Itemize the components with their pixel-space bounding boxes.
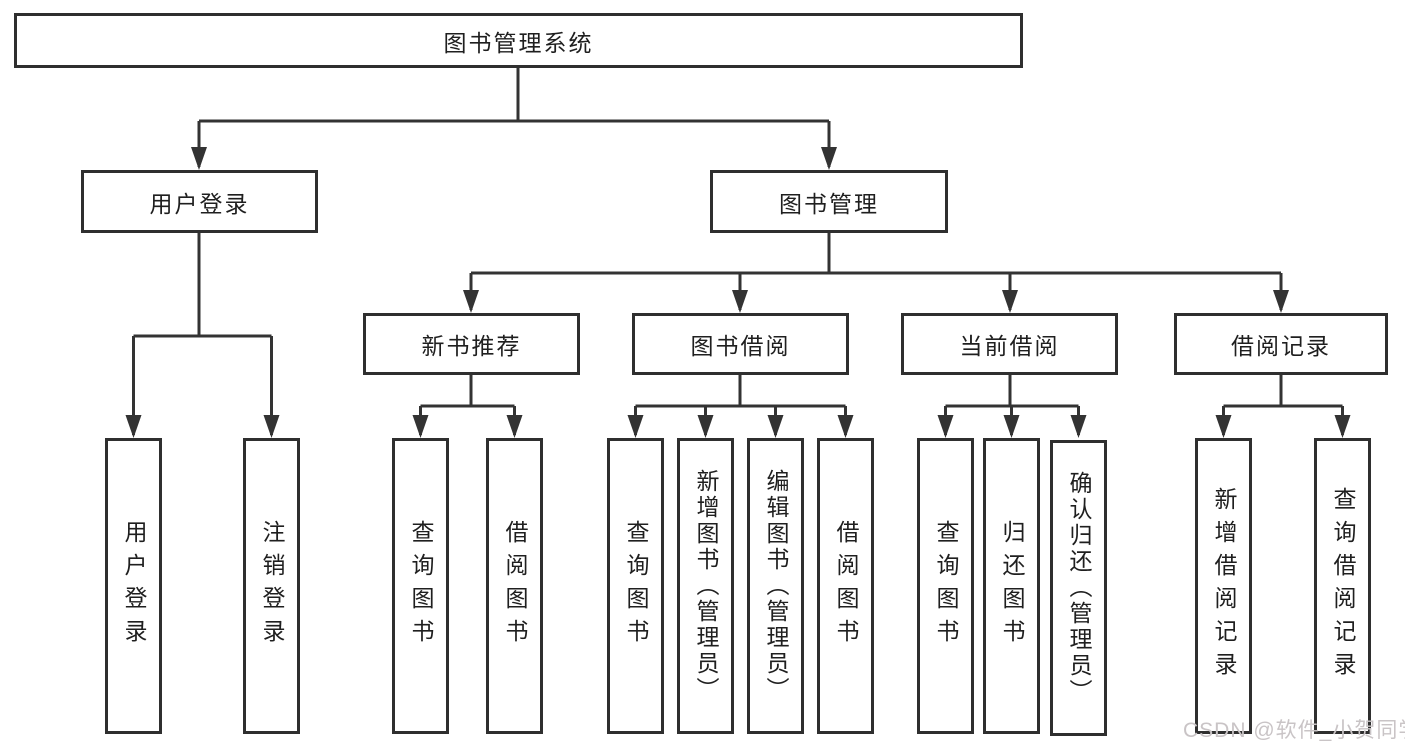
leaf-query-books-recommend: 查询图书	[392, 438, 449, 734]
leaf-user-login: 用户登录	[105, 438, 162, 734]
box-user-login: 用户登录	[81, 170, 318, 233]
box-book-borrowing: 图书借阅	[632, 313, 849, 375]
leaf-edit-book-admin: 编辑图书（管理员）	[747, 438, 804, 734]
leaf-logout: 注销登录	[243, 438, 300, 734]
box-current-borrowing: 当前借阅	[901, 313, 1118, 375]
leaf-borrow-books-recommend: 借阅图书	[486, 438, 543, 734]
box-borrowing-records: 借阅记录	[1174, 313, 1388, 375]
new-book-recommend-label: 新书推荐	[421, 333, 522, 359]
system-title-label: 图书管理系统	[443, 29, 594, 56]
book-borrowing-label: 图书借阅	[690, 333, 791, 359]
box-book-management: 图书管理	[710, 170, 948, 233]
leaf-add-book-admin: 新增图书（管理员）	[677, 438, 734, 734]
leaf-query-books-borrow: 查询图书	[607, 438, 664, 734]
box-new-book-recommend: 新书推荐	[363, 313, 580, 375]
csdn-watermark: CSDN @软件_小贺同学	[1183, 719, 1405, 742]
book-management-label: 图书管理	[779, 190, 879, 217]
arrowheads	[125, 147, 1351, 438]
leaf-add-borrow-record: 新增借阅记录	[1195, 438, 1252, 734]
box-system-title: 图书管理系统	[14, 13, 1023, 68]
leaf-query-borrow-record: 查询借阅记录	[1314, 438, 1371, 734]
leaf-confirm-return-admin: 确认归还（管理员）	[1050, 440, 1107, 736]
borrowing-records-label: 借阅记录	[1231, 333, 1331, 359]
leaf-return-books: 归还图书	[983, 438, 1040, 734]
user-login-label: 用户登录	[149, 190, 250, 217]
current-borrowing-label: 当前借阅	[959, 333, 1060, 359]
leaf-query-books-current: 查询图书	[917, 438, 974, 734]
leaf-borrow-books-borrow: 借阅图书	[817, 438, 874, 734]
